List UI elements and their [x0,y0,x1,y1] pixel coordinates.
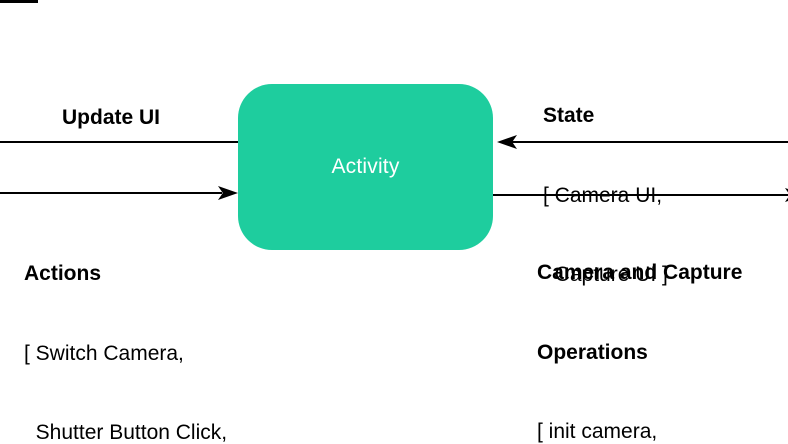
activity-node-label: Activity [331,155,400,178]
operations-label-block: Camera and Capture Operations [ init cam… [537,207,742,444]
update-ui-arrow-line [0,141,238,143]
cropped-edge-artifact [0,0,38,3]
activity-node: Activity [238,84,493,250]
operations-title: Camera and Capture [537,261,743,284]
operations-title: Operations [537,340,648,364]
update-ui-label: Update UI [62,106,161,129]
state-title: State [543,104,595,127]
actions-line: [ Switch Camera, [24,341,184,365]
actions-title: Actions [24,262,102,285]
operations-arrow-line [493,194,788,196]
state-arrow-line [511,141,788,143]
actions-line: Shutter Button Click, [24,421,228,444]
actions-arrow-line [0,192,222,194]
state-line: Capture UI ] [543,263,668,286]
operations-line: [ init camera, [537,420,658,443]
actions-label-block: Actions [ Switch Camera, Shutter Button … [24,208,278,444]
